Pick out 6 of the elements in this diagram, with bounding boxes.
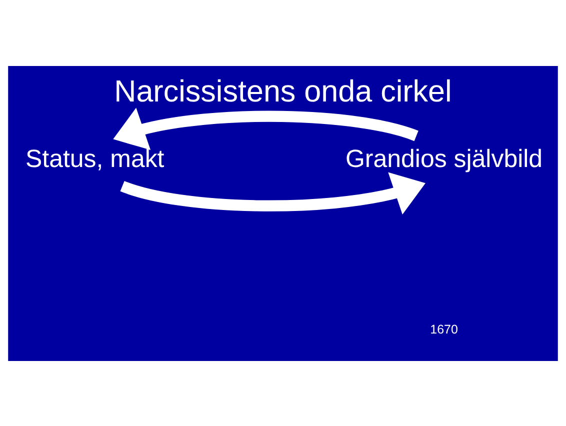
diagram-title: Narcissistens onda cirkel xyxy=(114,74,452,108)
arrow xyxy=(113,107,418,150)
node-text: Grandios självbild xyxy=(346,144,543,173)
label: 1670 xyxy=(430,322,458,336)
node-text: Status, makt xyxy=(25,144,164,173)
arrow xyxy=(120,172,426,214)
